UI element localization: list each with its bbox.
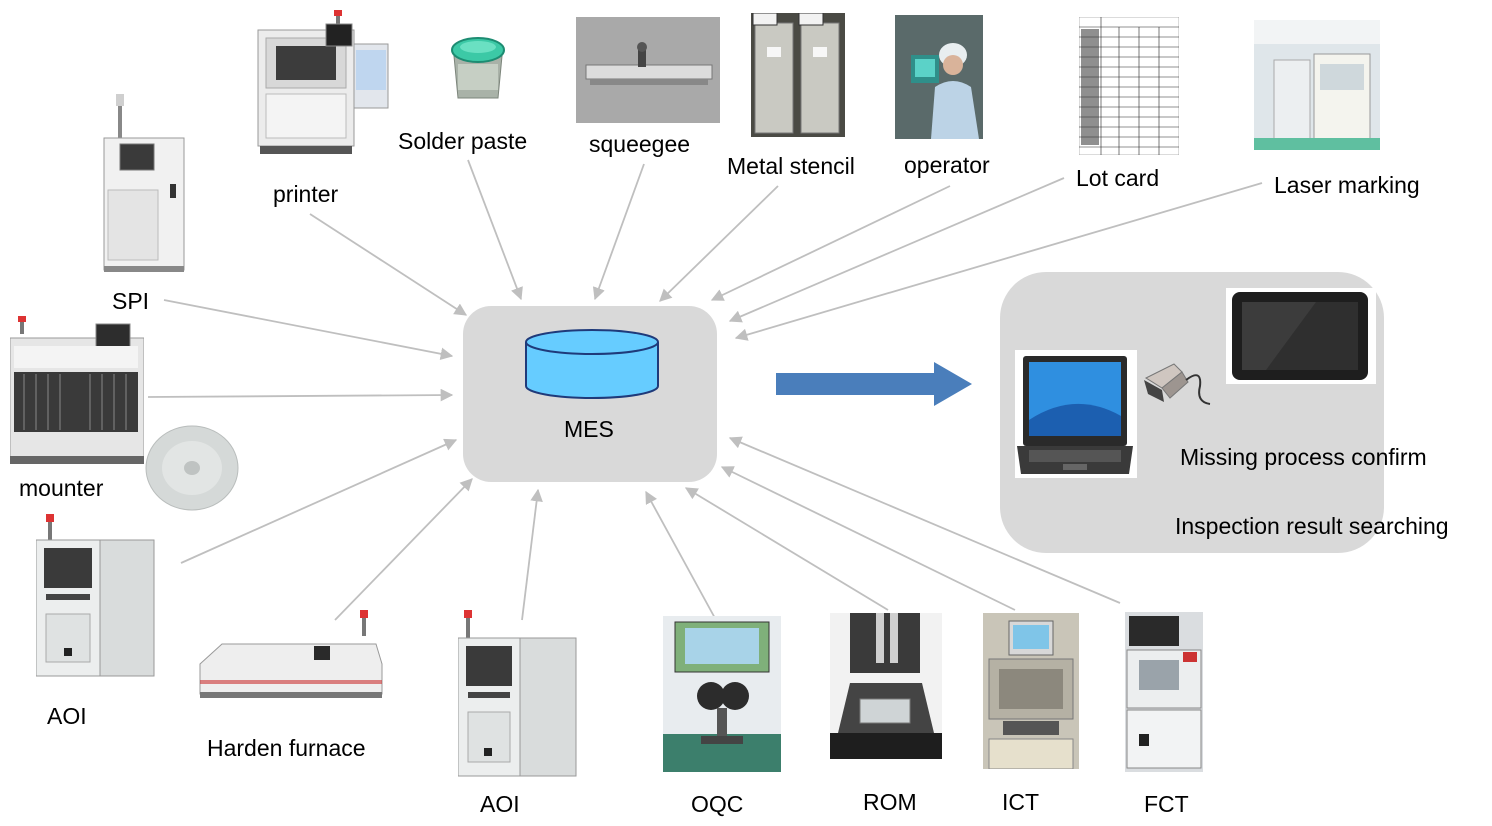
harden-furnace-label: Harden furnace (207, 735, 366, 761)
arrow-mounter (147, 388, 454, 402)
arrow-metal-stencil (659, 185, 779, 302)
arrow-operator (710, 185, 951, 301)
ict-label: ICT (1002, 789, 1040, 815)
laser-marking-label: Laser marking (1274, 172, 1420, 198)
harden-furnace-icon (199, 610, 383, 698)
aoi-bottom-label: AOI (480, 791, 520, 817)
squeegee-label: squeegee (589, 131, 691, 157)
oqc-station-icon (663, 616, 781, 772)
solder-paste-label: Solder paste (398, 128, 528, 154)
solder-paste-jar-icon (451, 37, 505, 99)
arrow-laser-marking (734, 182, 1263, 341)
lot-card-icon (1079, 17, 1179, 155)
printer-label: printer (273, 181, 339, 207)
fct-label: FCT (1144, 791, 1189, 817)
arrow-ict (720, 466, 1016, 611)
missing-process-label: Missing process confirm (1180, 444, 1427, 470)
laptop-icon (1015, 350, 1137, 478)
oqc-label: OQC (691, 791, 744, 817)
fct-tester-icon (1125, 612, 1203, 772)
metal-stencil-icon (751, 13, 845, 137)
arrow-lot-card (728, 177, 1065, 323)
spi-label: SPI (112, 288, 150, 314)
component-reel-icon (145, 425, 239, 511)
arrow-aoi-left (180, 438, 458, 564)
rom-fixture-icon (830, 613, 942, 759)
rom-label: ROM (863, 789, 917, 815)
arrow-solder-paste (467, 159, 523, 301)
aoi-machine-left-icon (36, 514, 155, 677)
aoi-left-label: AOI (47, 703, 87, 729)
squeegee-icon (576, 17, 720, 123)
laser-marking-machine-icon (1254, 20, 1380, 150)
database-icon (525, 329, 659, 399)
arrow-squeegee (592, 163, 645, 301)
lot-card-label: Lot card (1076, 165, 1160, 191)
aoi-machine-bottom-icon (458, 610, 577, 777)
ict-tester-icon (983, 613, 1079, 769)
operator-label: operator (904, 152, 990, 178)
arrow-rom (684, 487, 889, 611)
mes-label: MES (564, 416, 614, 442)
arrow-harden-furnace (334, 478, 473, 621)
inspection-search-label: Inspection result searching (1175, 513, 1449, 539)
printer-machine-icon (257, 10, 389, 154)
arrow-fct (728, 436, 1121, 604)
barcode-scanner-icon (1144, 363, 1211, 405)
mounter-label: mounter (19, 475, 104, 501)
operator-photo-icon (895, 15, 983, 139)
arrow-oqc (645, 490, 717, 621)
arrow-aoi-bottom (521, 488, 543, 621)
metal-stencil-label: Metal stencil (727, 153, 855, 179)
flow-arrow (776, 362, 972, 406)
spi-machine-icon (103, 94, 185, 272)
arrow-printer (309, 213, 468, 316)
mounter-machine-icon (10, 316, 144, 464)
arrow-spi (163, 299, 454, 361)
tablet-icon (1226, 288, 1376, 384)
